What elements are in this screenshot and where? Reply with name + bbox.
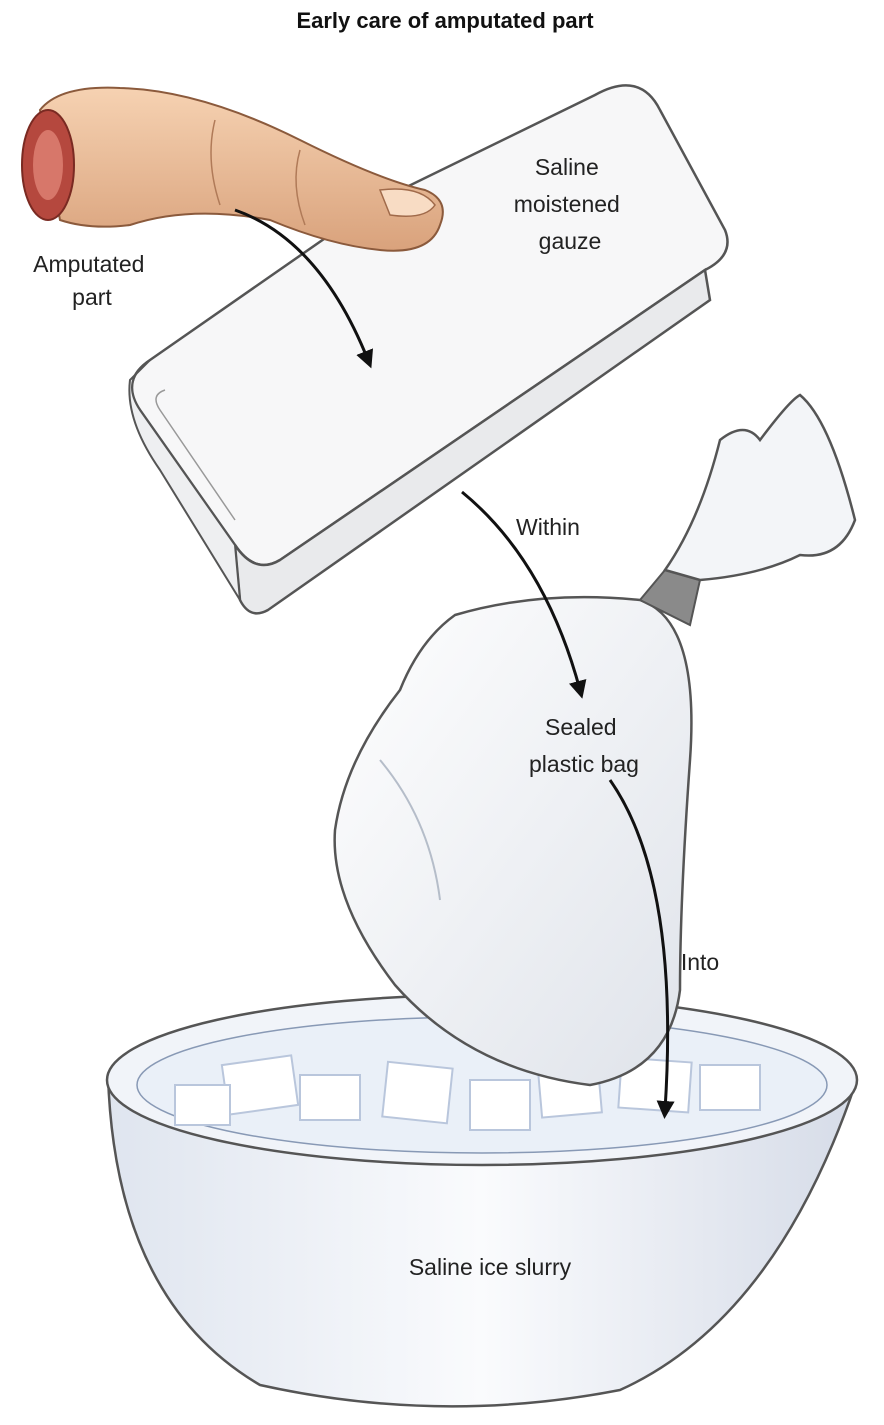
label-amputated-part: Amputated part [33, 251, 151, 310]
diagram-title: Early care of amputated part [296, 8, 594, 33]
label-into: Into [681, 949, 719, 975]
amputated-finger-illustration [22, 88, 443, 251]
label-saline-ice-slurry: Saline ice slurry [409, 1254, 572, 1280]
label-within: Within [516, 514, 580, 540]
ice-bowl-illustration [107, 995, 857, 1406]
